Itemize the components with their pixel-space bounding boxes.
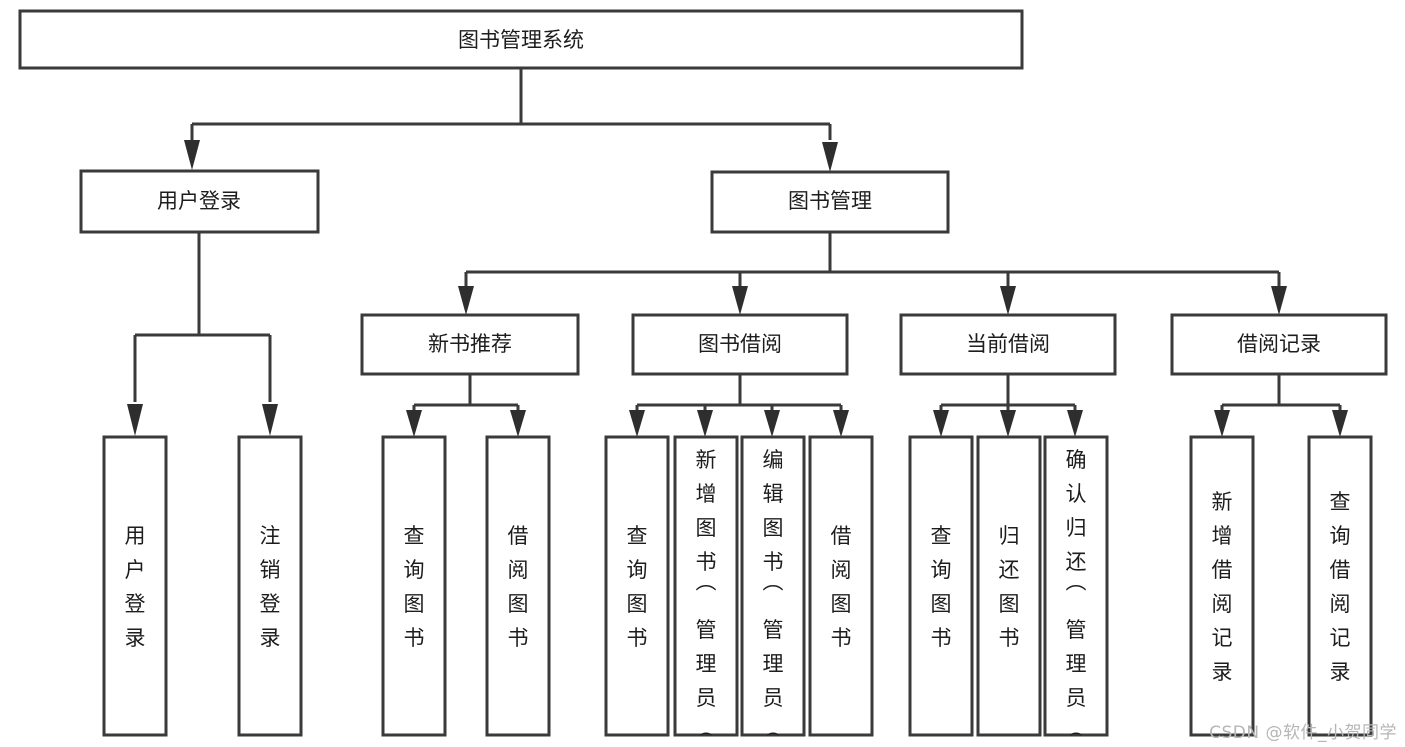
connector-group-root xyxy=(184,68,838,172)
arrowhead-borrow-record xyxy=(1271,286,1287,315)
arrowhead-leaf-book-borrow-1 xyxy=(697,410,713,437)
watermark-label: CSDN @软件_小贺同学 xyxy=(1209,723,1397,743)
leaf-label-current-borrow-0: 查询图书 xyxy=(931,524,952,650)
node-new-book-recommend[interactable]: 新书推荐 xyxy=(360,313,580,376)
leaf-box-user-login-0[interactable] xyxy=(102,435,168,737)
arrowhead-leaf-book-borrow-2 xyxy=(764,410,780,437)
leaf-label-current-borrow-1: 归还图书 xyxy=(999,524,1020,650)
leaf-label-book-borrow-1: 新增图书⌒管理员⌢ xyxy=(696,448,717,744)
node-borrow-record-box[interactable] xyxy=(1170,313,1388,376)
leaf-box-borrow-record-0[interactable] xyxy=(1189,435,1255,737)
leaf-box-current-borrow-1[interactable] xyxy=(976,435,1042,737)
node-user-login[interactable]: 用户登录 xyxy=(79,169,320,234)
node-new-book-recommend-label: 新书推荐 xyxy=(428,332,512,356)
leaf-box-new-book-0[interactable] xyxy=(381,435,447,737)
arrowhead-leaf-borrow-record-0 xyxy=(1214,410,1230,437)
connector-group-user-login xyxy=(127,232,278,436)
leaf-label-book-borrow-0: 查询图书 xyxy=(627,524,648,650)
leaf-box-current-borrow-2[interactable] xyxy=(1043,435,1109,737)
arrowhead-leaf-user-login-1 xyxy=(262,404,278,436)
leaf-group-user-login xyxy=(102,435,303,737)
node-borrow-record-label: 借阅记录 xyxy=(1237,332,1321,356)
arrowhead-leaf-current-borrow-1 xyxy=(1000,410,1016,437)
connector-group-new-book xyxy=(406,374,526,437)
node-book-management[interactable]: 图书管理 xyxy=(710,170,950,234)
connector-group-current-borrow xyxy=(933,374,1083,437)
node-user-login-box[interactable] xyxy=(79,169,320,234)
node-user-login-label: 用户登录 xyxy=(157,189,241,213)
node-root-box[interactable] xyxy=(18,9,1024,70)
leaf-label-user-login-0: 用户登录 xyxy=(125,524,146,650)
node-new-book-recommend-box[interactable] xyxy=(360,313,580,376)
arrowhead-leaf-current-borrow-2 xyxy=(1067,410,1083,437)
leaf-group-current-borrow xyxy=(908,435,1109,737)
connector-group-borrow-record xyxy=(1214,374,1348,437)
leaf-box-book-borrow-0[interactable] xyxy=(604,435,670,737)
leaf-text-layer: 用户登录 注销登录 查询图书 借阅图书 查询图书 新增图书⌒管理员⌢ 编辑图书⌒管理员⌢ 借阅… xyxy=(125,448,1351,744)
node-root[interactable]: 图书管理系统 xyxy=(18,9,1024,70)
arrowhead-leaf-new-book-0 xyxy=(406,410,422,437)
leaf-box-book-borrow-2[interactable] xyxy=(740,435,806,737)
arrowhead-leaf-user-login-0 xyxy=(127,404,143,436)
leaf-label-book-borrow-2: 编辑图书⌒管理员⌢ xyxy=(763,448,784,744)
leaf-box-current-borrow-0[interactable] xyxy=(908,435,974,737)
leaf-label-borrow-record-0: 新增借阅记录 xyxy=(1212,490,1233,684)
node-borrow-record[interactable]: 借阅记录 xyxy=(1170,313,1388,376)
leaf-label-book-borrow-3: 借阅图书 xyxy=(831,524,852,650)
leaf-label-new-book-1: 借阅图书 xyxy=(508,524,529,650)
leaf-box-borrow-record-1[interactable] xyxy=(1307,435,1373,737)
arrowhead-leaf-new-book-1 xyxy=(510,410,526,437)
leaf-box-book-borrow-1[interactable] xyxy=(673,435,739,737)
leaf-label-user-login-1: 注销登录 xyxy=(260,524,281,650)
leaf-box-user-login-1[interactable] xyxy=(237,435,303,737)
arrowhead-user-login xyxy=(184,140,200,170)
arrowhead-leaf-borrow-record-1 xyxy=(1332,410,1348,437)
connector-group-book-mgmt xyxy=(458,232,1287,315)
arrowhead-leaf-book-borrow-3 xyxy=(833,410,849,437)
leaf-group-book-borrow xyxy=(604,435,874,737)
leaf-group-new-book xyxy=(381,435,551,737)
leaf-box-new-book-1[interactable] xyxy=(485,435,551,737)
node-book-borrow-label: 图书借阅 xyxy=(698,332,782,356)
node-book-borrow[interactable]: 图书借阅 xyxy=(631,313,849,376)
node-current-borrow-label: 当前借阅 xyxy=(966,332,1050,356)
node-book-management-box[interactable] xyxy=(710,170,950,234)
arrowhead-current-borrow xyxy=(1000,286,1016,315)
node-book-borrow-box[interactable] xyxy=(631,313,849,376)
node-book-management-label: 图书管理 xyxy=(788,189,872,213)
node-current-borrow[interactable]: 当前借阅 xyxy=(899,313,1117,376)
leaf-box-book-borrow-3[interactable] xyxy=(808,435,874,737)
arrowhead-leaf-current-borrow-0 xyxy=(933,410,949,437)
leaf-group-borrow-record xyxy=(1189,435,1373,737)
arrowhead-new-book xyxy=(458,286,474,315)
node-current-borrow-box[interactable] xyxy=(899,313,1117,376)
connector-group-book-borrow xyxy=(629,374,849,437)
leaf-label-current-borrow-2: 确认归还⌒管理员⌢ xyxy=(1066,448,1087,744)
leaf-label-new-book-0: 查询图书 xyxy=(404,524,425,650)
arrowhead-book-borrow xyxy=(732,286,748,315)
arrowhead-book-mgmt xyxy=(822,142,838,172)
arrowhead-leaf-book-borrow-0 xyxy=(629,410,645,437)
node-root-label: 图书管理系统 xyxy=(458,28,584,52)
leaf-label-borrow-record-1: 查询借阅记录 xyxy=(1330,490,1351,684)
